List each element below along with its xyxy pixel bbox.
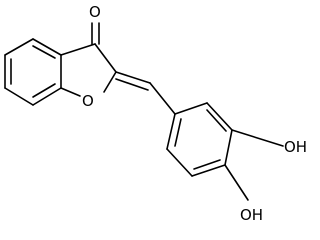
- bond: [149, 82, 176, 115]
- hydroxyl-bottom-label: OH: [240, 206, 263, 224]
- bond: [191, 164, 226, 177]
- bond: [115, 78, 149, 91]
- bond: [103, 71, 117, 93]
- bond: [4, 87, 34, 106]
- bond: [206, 102, 233, 131]
- bond: [115, 71, 151, 84]
- bond: [166, 148, 193, 177]
- bond: [32, 83, 56, 98]
- molecule-structure: O O OH OH: [4, 3, 307, 224]
- bond: [32, 87, 62, 106]
- bond-lines: [4, 22, 284, 201]
- bond: [174, 102, 208, 115]
- bond: [224, 129, 233, 166]
- bond: [60, 43, 96, 56]
- bond: [224, 164, 249, 201]
- bond: [193, 159, 221, 170]
- bond: [32, 38, 62, 56]
- atom-labels: O O OH OH: [82, 3, 307, 224]
- carbonyl-oxygen-label: O: [89, 3, 101, 21]
- bond: [4, 38, 34, 56]
- bond: [60, 87, 81, 97]
- bond: [206, 109, 227, 132]
- bond: [94, 43, 117, 73]
- hydroxyl-top-label: OH: [284, 138, 307, 156]
- bond: [174, 118, 182, 147]
- bond: [32, 45, 56, 59]
- bond: [166, 113, 176, 150]
- ring-oxygen-label: O: [82, 92, 94, 110]
- bond: [231, 129, 284, 147]
